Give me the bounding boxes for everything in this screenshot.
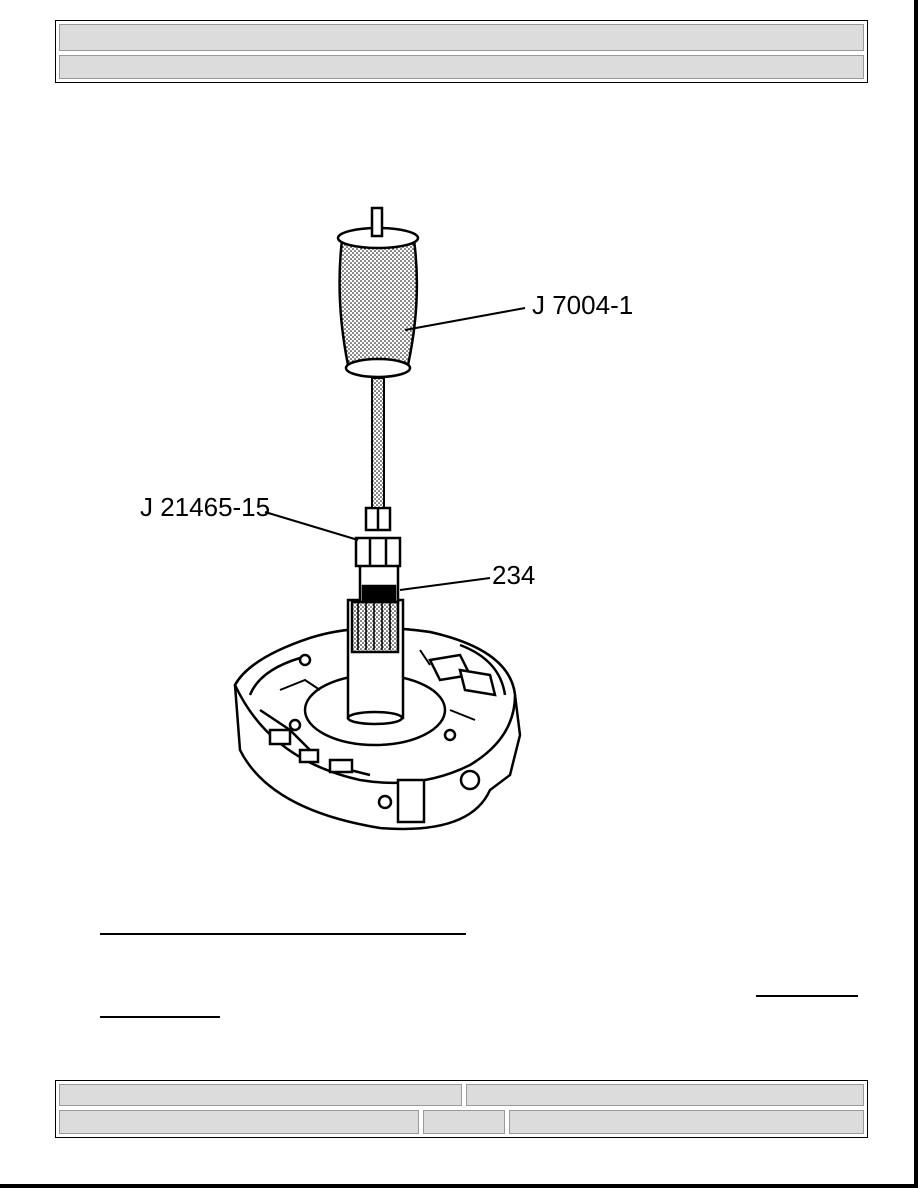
link-underline-1[interactable] [100, 933, 466, 935]
header-table [55, 20, 868, 83]
footer-row1-right [465, 1083, 865, 1107]
adapter-nut [354, 506, 402, 568]
link-underline-3[interactable] [100, 1016, 220, 1018]
callout-part: 234 [492, 560, 535, 590]
slide-hammer-handle [336, 206, 420, 379]
header-row-1 [58, 23, 865, 52]
footer-table [55, 1080, 868, 1138]
leader-adapter [264, 511, 359, 541]
tool-illustration: J 7004-1 J 21465-15 234 [140, 206, 633, 831]
stator-shaft [346, 598, 405, 726]
footer-row2-right [508, 1109, 865, 1135]
footer-row2-left [58, 1109, 420, 1135]
leader-handle [404, 307, 526, 331]
seal-sleeve [358, 560, 400, 604]
leader-part [399, 577, 491, 591]
footer-row1-left [58, 1083, 463, 1107]
callout-adapter: J 21465-15 [140, 492, 270, 522]
callout-handle: J 7004-1 [532, 290, 633, 320]
header-row-2 [58, 54, 865, 80]
footer-row2-middle [422, 1109, 506, 1135]
slide-rod [371, 377, 385, 509]
link-underline-2[interactable] [756, 995, 858, 997]
pump-body [233, 626, 522, 831]
